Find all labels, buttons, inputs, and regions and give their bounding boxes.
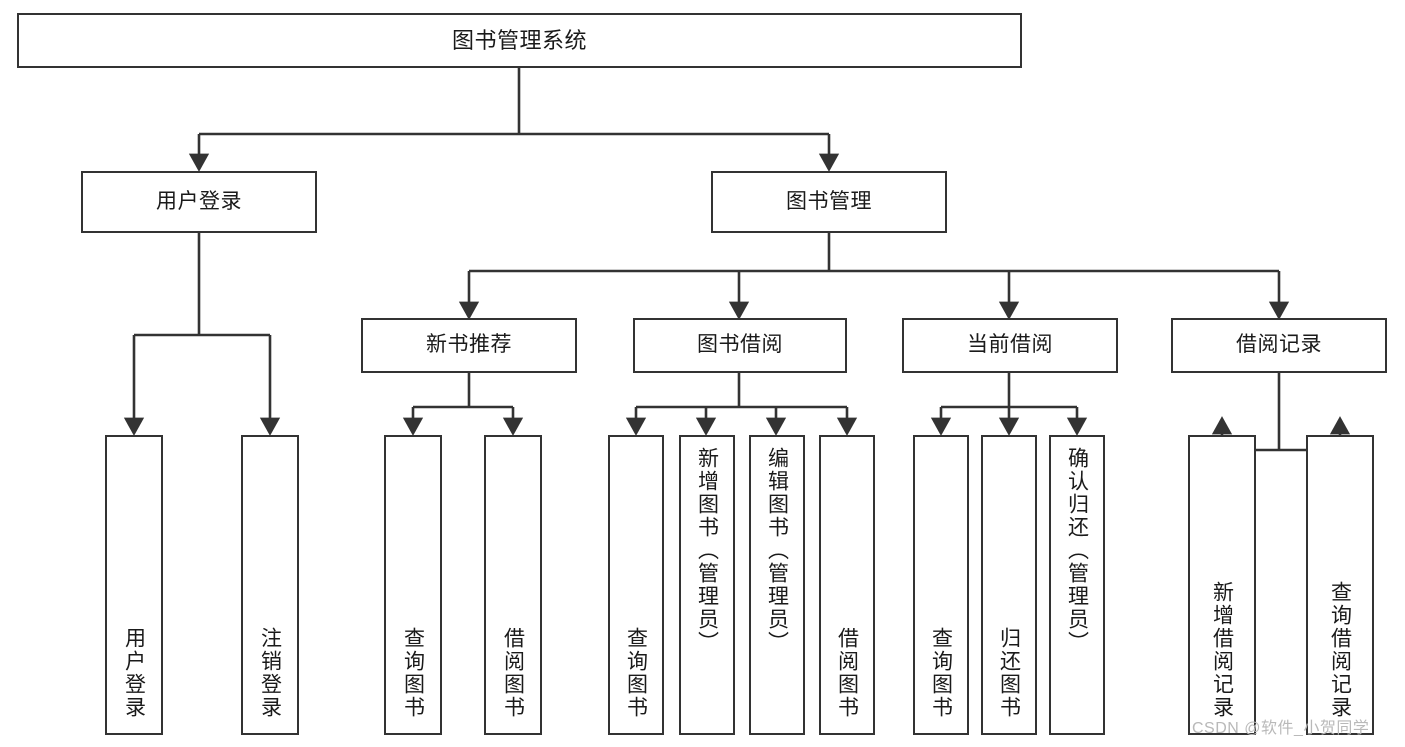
node-root-system[interactable]: 图书管理系统	[17, 13, 1022, 68]
node-label: 归还图书	[997, 627, 1021, 719]
node-label: 图书管理	[786, 189, 872, 213]
leaf-book-borrow-edit-book-admin[interactable]: 编辑图书（管理员）	[749, 435, 805, 735]
node-label: 用户登录	[156, 189, 242, 213]
leaf-new-book-borrow-book[interactable]: 借阅图书	[484, 435, 542, 735]
node-label: 查询图书	[401, 627, 425, 719]
node-label: 借阅记录	[1236, 333, 1322, 357]
node-user-login[interactable]: 用户登录	[81, 171, 317, 233]
node-label: 新增图书（管理员）	[695, 447, 719, 654]
leaf-user-login-login[interactable]: 用户登录	[105, 435, 163, 735]
node-label: 图书借阅	[697, 333, 783, 357]
csdn-watermark: CSDN @软件_小贺同学	[1192, 720, 1370, 737]
node-label: 查询借阅记录	[1328, 581, 1352, 719]
leaf-book-borrow-query-book[interactable]: 查询图书	[608, 435, 664, 735]
leaf-user-login-logout[interactable]: 注销登录	[241, 435, 299, 735]
node-label: 用户登录	[122, 627, 146, 719]
leaf-current-borrow-query-book[interactable]: 查询图书	[913, 435, 969, 735]
node-label: 借阅图书	[501, 627, 525, 719]
node-label: 借阅图书	[835, 627, 859, 719]
node-borrow-records[interactable]: 借阅记录	[1171, 318, 1387, 373]
node-label: 编辑图书（管理员）	[765, 447, 789, 654]
node-label: 图书管理系统	[451, 27, 587, 53]
leaf-book-borrow-borrow-book[interactable]: 借阅图书	[819, 435, 875, 735]
node-label: 注销登录	[258, 627, 282, 719]
node-label: 新书推荐	[426, 333, 512, 357]
node-label: 确认归还（管理员）	[1065, 447, 1089, 654]
node-label: 查询图书	[624, 627, 648, 719]
node-book-management[interactable]: 图书管理	[711, 171, 947, 233]
node-label: 查询图书	[929, 627, 953, 719]
leaf-borrow-records-add-record[interactable]: 新增借阅记录	[1188, 435, 1256, 735]
leaf-borrow-records-query-record[interactable]: 查询借阅记录	[1306, 435, 1374, 735]
leaf-current-borrow-confirm-return-admin[interactable]: 确认归还（管理员）	[1049, 435, 1105, 735]
node-new-book-recommend[interactable]: 新书推荐	[361, 318, 577, 373]
leaf-book-borrow-add-book-admin[interactable]: 新增图书（管理员）	[679, 435, 735, 735]
leaf-current-borrow-return-book[interactable]: 归还图书	[981, 435, 1037, 735]
node-label: 新增借阅记录	[1210, 581, 1234, 719]
node-book-borrow[interactable]: 图书借阅	[633, 318, 847, 373]
node-current-borrow[interactable]: 当前借阅	[902, 318, 1118, 373]
node-label: 当前借阅	[967, 333, 1053, 357]
leaf-new-book-query-book[interactable]: 查询图书	[384, 435, 442, 735]
